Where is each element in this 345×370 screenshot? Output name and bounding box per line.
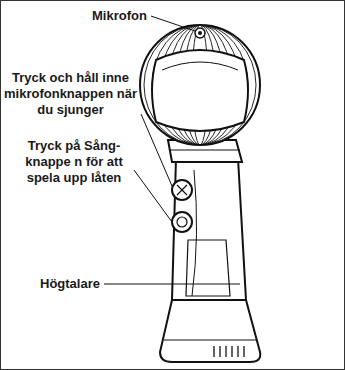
leader-line (104, 284, 240, 285)
mic-hole (195, 28, 205, 38)
microphone-button (172, 180, 192, 200)
leader-line (141, 114, 172, 186)
part-label: Tryck och håll inne mikrofonknappen när … (3, 70, 138, 118)
front-shield (152, 50, 248, 131)
leader-line (151, 16, 195, 31)
base (160, 300, 260, 362)
song-button (172, 212, 192, 232)
microphone-head (140, 25, 260, 145)
grille-lines (144, 25, 256, 145)
leader-line (134, 170, 172, 222)
speaker-grille (214, 346, 244, 357)
part-label: Mikrofon (92, 8, 147, 24)
part-label: Tryck på Sång-knappe n för att spela upp… (18, 138, 130, 186)
part-label: Högtalare (40, 276, 100, 292)
handle (172, 158, 246, 300)
